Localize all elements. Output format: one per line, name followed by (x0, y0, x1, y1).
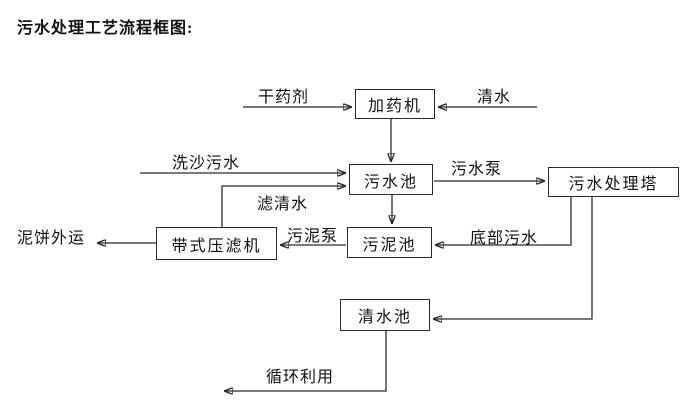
node-clean-water-pool: 清水池 (340, 299, 430, 331)
arrow-filtered-water-to-sewage-pool (221, 186, 346, 227)
flow-label-recycle-reuse: 循环利用 (266, 369, 335, 386)
node-sludge-pool: 污泥池 (347, 227, 432, 258)
flow-label-sand-washing-sewage: 洗沙污水 (172, 155, 241, 172)
flow-label-sludge-pump: 污泥泵 (287, 228, 339, 245)
arrow-tower-to-clean-water-pool (433, 197, 593, 319)
flow-label-clean-water: 清水 (477, 89, 512, 106)
arrow-recycle-reuse (224, 331, 387, 391)
node-dosing-machine: 加药机 (355, 89, 435, 119)
node-sewage-pool: 污水池 (349, 164, 433, 195)
flow-label-filtered-water: 滤清水 (257, 196, 309, 213)
flow-label-sewage-pump: 污水泵 (451, 161, 503, 178)
flow-label-dry-chemical: 干药剂 (258, 89, 310, 106)
node-treatment-tower: 污水处理塔 (548, 167, 679, 197)
arrow-bottom-sewage-to-sludge-pool (435, 197, 572, 245)
flow-label-bottom-sewage: 底部污水 (470, 230, 539, 247)
node-belt-filter-press: 带式压滤机 (156, 227, 277, 260)
page-title: 污水处理工艺流程框图: (17, 20, 194, 37)
flow-label-mud-cake-out: 泥饼外运 (17, 230, 86, 247)
